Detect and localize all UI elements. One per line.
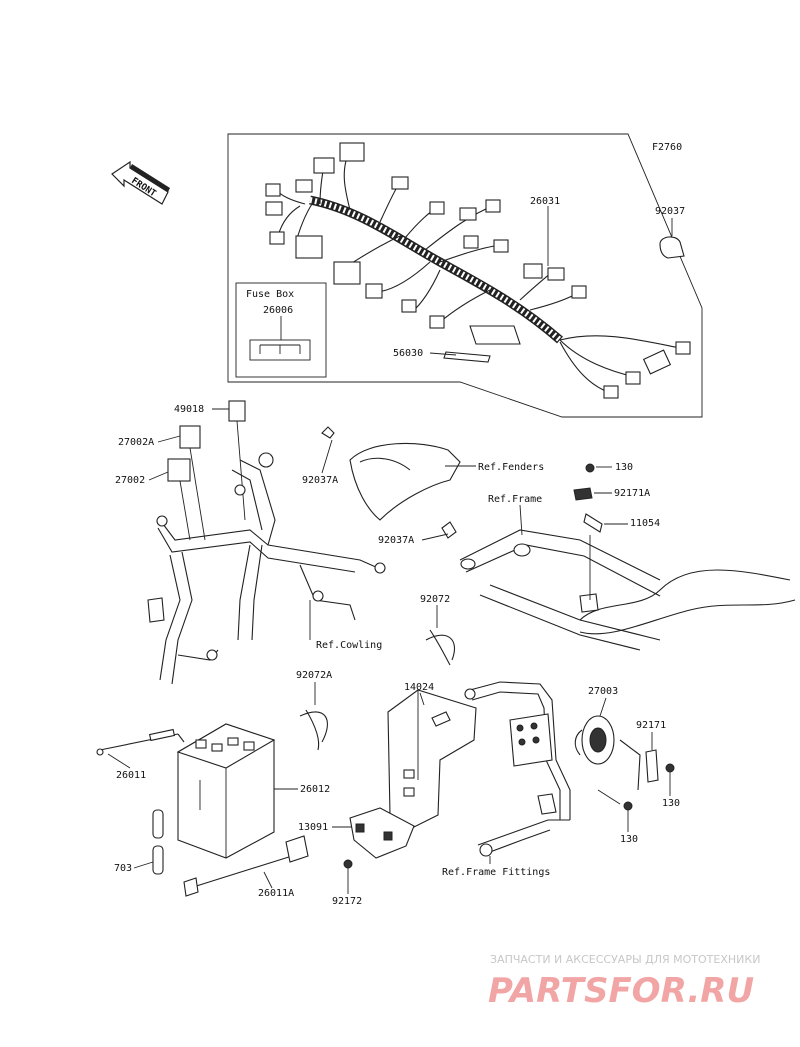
part-label-26011A: 26011A bbox=[258, 888, 294, 899]
ref-cowling: Ref.Cowling bbox=[316, 640, 382, 651]
fuse-box-part-number: 26006 bbox=[263, 305, 293, 316]
fuse-box-title: Fuse Box bbox=[246, 289, 294, 300]
fastener-group-upper: 130 92171A 11054 bbox=[573, 462, 660, 600]
part-label-92171A: 92171A bbox=[614, 488, 650, 499]
ref-fenders: Ref.Fenders bbox=[478, 462, 544, 473]
part-label-49018: 49018 bbox=[174, 404, 204, 415]
figure-code: F2760 bbox=[652, 142, 682, 153]
part-label-92037A-lower: 92037A bbox=[378, 535, 414, 546]
part-label-92072A: 92072A bbox=[296, 670, 332, 681]
main-wiring-harness bbox=[265, 142, 691, 399]
battery: 26012 bbox=[176, 723, 330, 859]
part-label-92172: 92172 bbox=[332, 896, 362, 907]
harness-label-56030: 56030 bbox=[393, 325, 521, 363]
part-label-92037A-upper: 92037A bbox=[302, 475, 338, 486]
part-label-26011: 26011 bbox=[116, 770, 146, 781]
battery-tray: 14024 bbox=[387, 682, 477, 831]
frame: Ref.Frame bbox=[459, 494, 796, 651]
part-label-11054: 11054 bbox=[630, 518, 660, 529]
part-label-92037: 92037 bbox=[655, 206, 685, 217]
part-label-13091: 13091 bbox=[298, 822, 328, 833]
part-label-26012: 26012 bbox=[300, 784, 330, 795]
part-label-130-upper: 130 bbox=[615, 462, 633, 473]
ref-frame: Ref.Frame bbox=[488, 494, 542, 505]
clamp-92037: 92037 bbox=[655, 206, 685, 259]
harness-group-outline bbox=[227, 133, 703, 418]
part-label-92171: 92171 bbox=[636, 720, 666, 731]
part-label-14024: 14024 bbox=[404, 682, 434, 693]
band-92072: 92072 bbox=[420, 594, 455, 666]
part-label-92072: 92072 bbox=[420, 594, 450, 605]
part-label-56030: 56030 bbox=[393, 348, 423, 359]
band-92072A: 92072A bbox=[296, 670, 332, 751]
part-label-130-lower: 130 bbox=[620, 834, 638, 845]
part-label-26031: 26031 bbox=[530, 196, 560, 207]
battery-cable-26011: 26011 bbox=[96, 728, 185, 781]
part-label-27002A: 27002A bbox=[118, 437, 154, 448]
part-label-703: 703 bbox=[114, 863, 132, 874]
front-arrow-icon: FRONT bbox=[111, 160, 170, 205]
watermark-brand: PARTSFOR.RU bbox=[488, 971, 754, 1011]
frame-fittings: Ref.Frame Fittings bbox=[442, 681, 571, 878]
horn: 27003 92171 130 130 bbox=[574, 686, 680, 845]
relays: 49018 27002A 27002 bbox=[115, 400, 246, 541]
part-label-27003: 27003 bbox=[588, 686, 618, 697]
watermark-tagline: ЗАПЧАСТИ И АКСЕССУАРЫ ДЛЯ МОТОТЕХНИКИ bbox=[490, 953, 760, 966]
clamp-13091: 13091 92172 bbox=[298, 807, 415, 907]
part-label-130-right: 130 bbox=[662, 798, 680, 809]
fuse-box-inset: Fuse Box 26006 bbox=[235, 282, 327, 378]
battery-cable-26011A: 26011A bbox=[183, 835, 309, 899]
ref-frame-fittings: Ref.Frame Fittings bbox=[442, 867, 550, 878]
front-subframe: Ref.Cowling bbox=[147, 452, 386, 685]
tubes-703: 703 bbox=[114, 809, 164, 875]
part-label-27002: 27002 bbox=[115, 475, 145, 486]
fender-bracket: Ref.Fenders 92037A 92037A bbox=[302, 426, 544, 546]
watermark: ЗАПЧАСТИ И АКСЕССУАРЫ ДЛЯ МОТОТЕХНИКИ PA… bbox=[488, 953, 760, 1011]
